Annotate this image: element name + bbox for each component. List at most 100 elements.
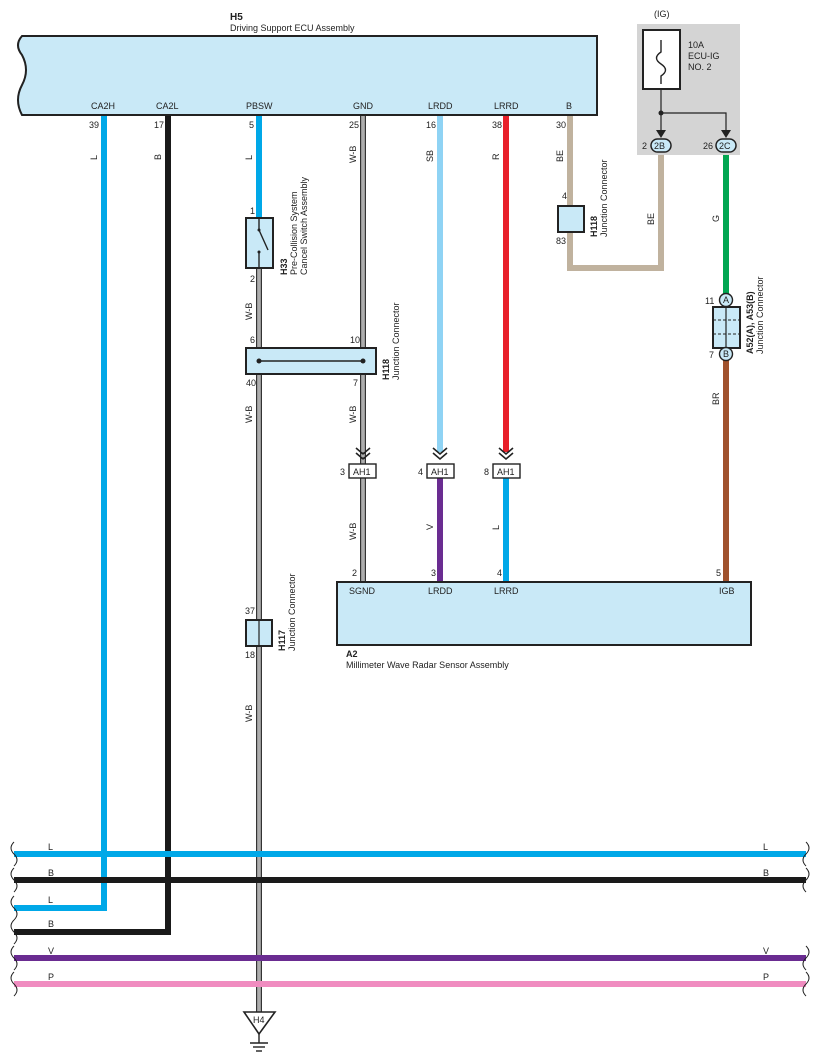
ah1-label: AH1 [431, 467, 449, 477]
connector-circle-a [718, 292, 734, 308]
ah1-label: AH1 [497, 467, 515, 477]
ah1-label: AH1 [353, 467, 371, 477]
pin-label: 4 [562, 191, 567, 201]
ecu-terminal: PBSW [246, 101, 273, 111]
wire-color-label: L [89, 155, 99, 160]
wire-color-label: B [153, 154, 163, 160]
wire-color-label: BE [555, 150, 565, 162]
bus-label-right: V [763, 946, 769, 956]
connector-name: Junction Connector [599, 159, 609, 237]
pin-label: 6 [250, 335, 255, 345]
radar-terminal: LRDD [428, 586, 453, 596]
pin-label: 37 [245, 606, 255, 616]
connector-2c-label: 2C [719, 141, 731, 151]
fuse-panel: (IG) 10A ECU-IG NO. 2 2B 2C 2 26 [637, 9, 740, 155]
wire-color-label: L [244, 155, 254, 160]
chevron-down-icon [355, 447, 371, 461]
ecu-name: Driving Support ECU Assembly [230, 23, 355, 33]
wire-color-label: W-B [244, 406, 254, 423]
wire-color-label: BE [646, 213, 656, 225]
wire-color-label: R [491, 153, 501, 160]
bus-label-left: B [48, 919, 54, 929]
radar-box [336, 581, 752, 646]
wire-b [567, 115, 664, 271]
ecu-terminal: LRDD [428, 101, 453, 111]
switch-name: Cancel Switch Assembly [299, 176, 309, 275]
arrow-icon [656, 130, 666, 138]
connector-2b [650, 138, 672, 153]
ecu-pin: 38 [492, 120, 502, 130]
fuse-rating: 10A [688, 40, 704, 50]
connector-2b-label: 2B [654, 141, 665, 151]
radar-terminal: IGB [719, 586, 735, 596]
switch-h33: 1 2 H33 Pre-Collision System Cancel Swit… [245, 176, 309, 284]
ecu-terminal: CA2H [91, 101, 115, 111]
radar-code: A2 [346, 649, 358, 659]
ah1-connector: AH1 3 [340, 447, 377, 479]
ecu-pin: 16 [426, 120, 436, 130]
pin-label: 8 [484, 467, 489, 477]
junction-connector-a52-a53: A B 11 7 A52(A), A53(B) Junction Connect… [705, 276, 765, 362]
ground-triangle [242, 1011, 277, 1036]
ah1-connector: AH1 8 [484, 447, 521, 479]
radar-terminal: LRRD [494, 586, 519, 596]
connector-circle-b [718, 346, 734, 362]
fuse-source: (IG) [654, 9, 670, 19]
pin-label: 7 [353, 378, 358, 388]
ecu-terminal: GND [353, 101, 374, 111]
switch-name: Pre-Collision System [289, 191, 299, 275]
wire-color-label: W-B [244, 303, 254, 320]
bus-label-left: V [48, 946, 54, 956]
pin-label: 5 [716, 568, 721, 578]
bus-label-left: P [48, 972, 54, 982]
bus-label-right: L [763, 842, 768, 852]
junction-connector-h118-b: 4 83 H118 Junction Connector [556, 159, 609, 246]
bus-label-right: B [763, 868, 769, 878]
wire-color-label: SB [425, 150, 435, 162]
radar-terminal: SGND [349, 586, 376, 596]
pin-label: 7 [709, 350, 714, 360]
connector-2c [715, 138, 737, 153]
fuse-icon [655, 40, 667, 84]
wire-ca2l [14, 115, 171, 935]
wire-ca2h [14, 115, 107, 911]
ah1-connectors: AH1 3 AH1 4 AH1 8 [340, 447, 521, 479]
switch-code: H33 [279, 258, 289, 275]
ecu-terminal: LRRD [494, 101, 519, 111]
connector-name: Junction Connector [287, 573, 297, 651]
ecu-terminal: B [566, 101, 572, 111]
ground-h4: H4 [242, 1011, 277, 1052]
ah1-connector: AH1 4 [418, 447, 455, 479]
pin-label: 2 [250, 274, 255, 284]
connector-name: Junction Connector [755, 276, 765, 354]
bus-lines: L L B B L B V V P P [10, 841, 810, 997]
wire-color-label: L [491, 525, 501, 530]
ecu-pin: 30 [556, 120, 566, 130]
ecu-pin: 5 [249, 120, 254, 130]
ecu-box [17, 35, 598, 116]
ground-code: H4 [253, 1015, 265, 1025]
ecu-pin: 25 [349, 120, 359, 130]
pin-label: 3 [340, 467, 345, 477]
pin-label: 18 [245, 650, 255, 660]
wire-color-label: W-B [348, 406, 358, 423]
wire-color-label: BR [711, 392, 721, 405]
ecu-code: H5 [230, 12, 243, 23]
bus-label-left: L [48, 895, 53, 905]
ecu-terminal: CA2L [156, 101, 179, 111]
ecu-pin: 17 [154, 120, 164, 130]
bus-label-right: P [763, 972, 769, 982]
chevron-down-icon [498, 447, 514, 461]
wire-color-label: V [425, 524, 435, 530]
pin-label: 40 [246, 378, 256, 388]
pin-label: 4 [497, 568, 502, 578]
circle-label: A [723, 295, 729, 305]
wire-color-label: W-B [348, 523, 358, 540]
connector-name: Junction Connector [391, 302, 401, 380]
chevron-down-icon [432, 447, 448, 461]
junction-connector-h117: 37 18 H117 Junction Connector [245, 573, 297, 660]
bus-label-left: L [48, 842, 53, 852]
fuse-name: NO. 2 [688, 62, 712, 72]
pin-label: 4 [418, 467, 423, 477]
